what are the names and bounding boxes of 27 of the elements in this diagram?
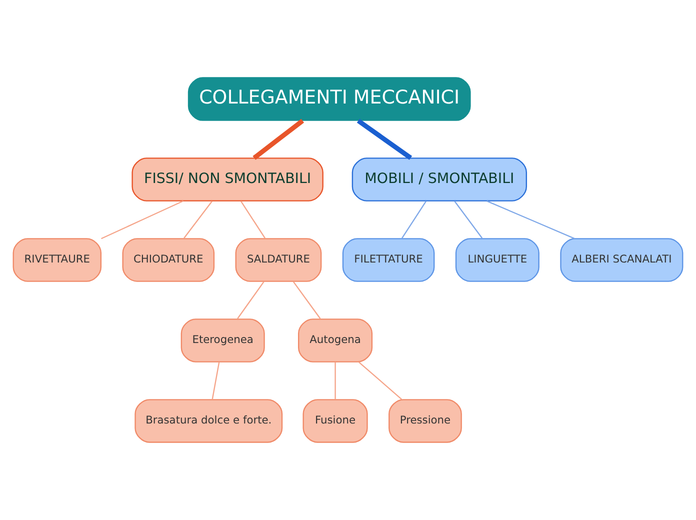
connector bbox=[402, 200, 427, 238]
connector bbox=[358, 362, 402, 400]
node-box: FISSI/ NON SMONTABILI bbox=[132, 158, 324, 202]
node-box: Pressione bbox=[388, 399, 462, 443]
node-box: ALBERI SCANALATI bbox=[560, 238, 684, 282]
connector bbox=[486, 200, 575, 240]
node-box: Autogena bbox=[298, 318, 373, 362]
connector bbox=[454, 200, 483, 239]
connector bbox=[237, 281, 264, 319]
connector bbox=[356, 118, 412, 160]
node-box: SALDATURE bbox=[235, 238, 322, 282]
connector bbox=[292, 281, 321, 319]
node-box: FILETTATURE bbox=[342, 238, 435, 282]
connector bbox=[101, 200, 184, 240]
node-box: Fusione bbox=[302, 399, 368, 443]
node-box: LINGUETTE bbox=[455, 238, 540, 282]
connector bbox=[212, 362, 220, 400]
node-box: RIVETTAURE bbox=[12, 238, 102, 282]
connector bbox=[240, 200, 266, 238]
node-box: COLLEGAMENTI MECCANICI bbox=[188, 77, 471, 121]
connector bbox=[184, 200, 212, 239]
node-box: MOBILI / SMONTABILI bbox=[352, 158, 528, 202]
connector bbox=[334, 362, 336, 400]
node-box: CHIODATURE bbox=[122, 238, 215, 282]
node-box: Brasatura dolce e forte. bbox=[134, 399, 283, 443]
node-box: Eterogenea bbox=[180, 318, 265, 362]
connector bbox=[252, 118, 304, 160]
